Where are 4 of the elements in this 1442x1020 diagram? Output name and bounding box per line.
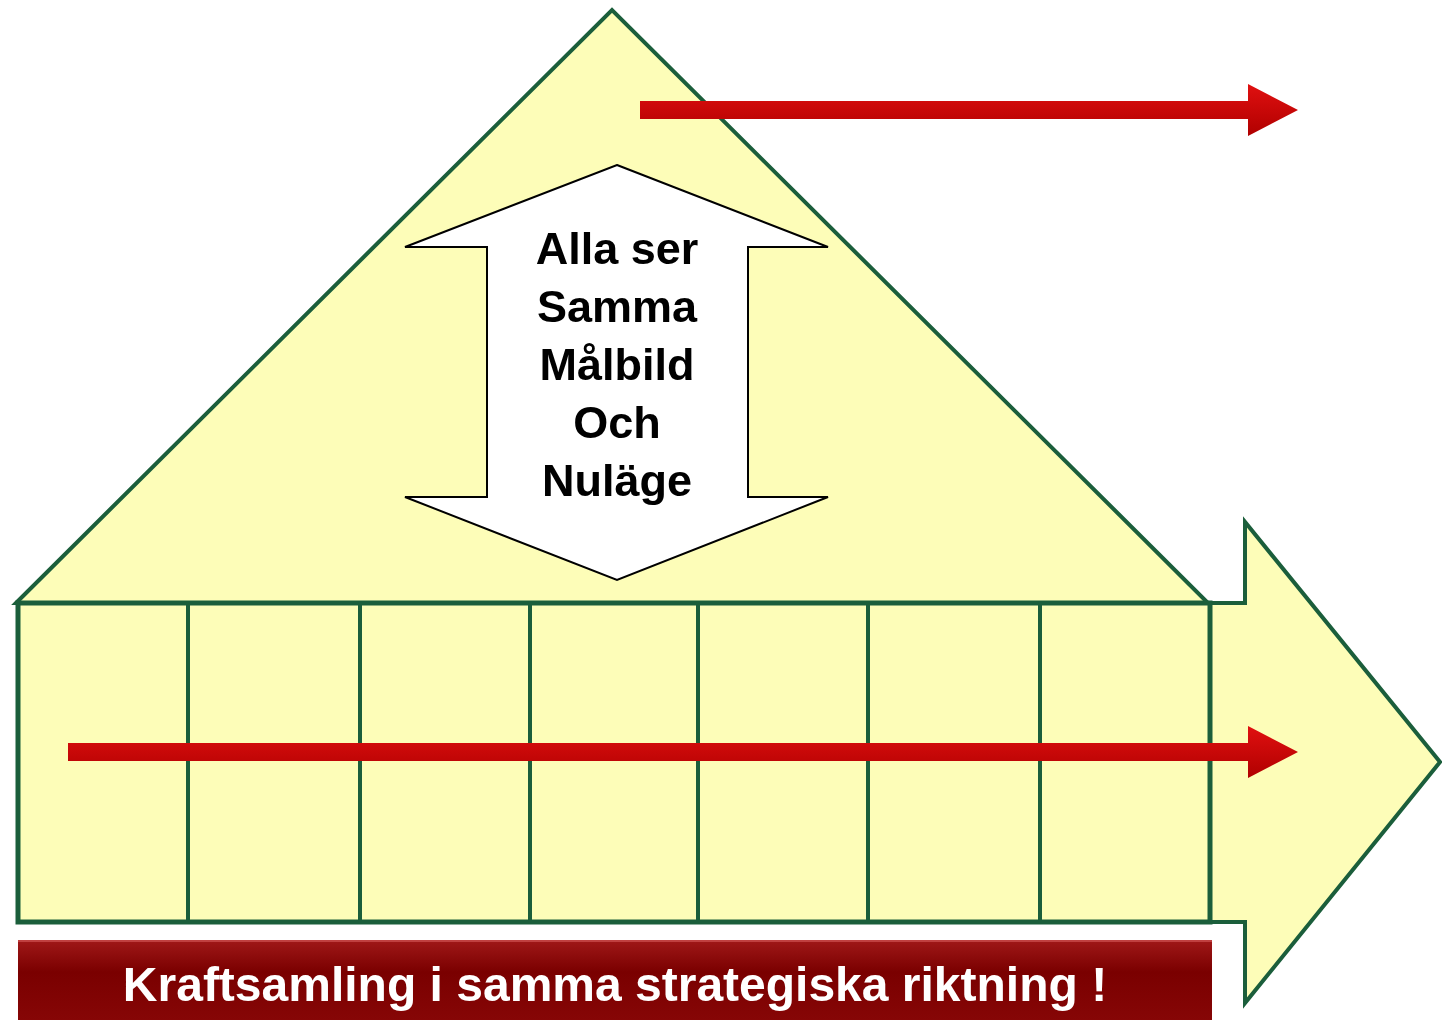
banner (18, 940, 1212, 1020)
arrow-label: Alla ser Samma Målbild Och Nuläge (534, 222, 700, 508)
banner-text: Kraftsamling i samma strategiska riktning ! (122, 956, 1108, 1012)
double-headed-arrow (404, 164, 830, 582)
